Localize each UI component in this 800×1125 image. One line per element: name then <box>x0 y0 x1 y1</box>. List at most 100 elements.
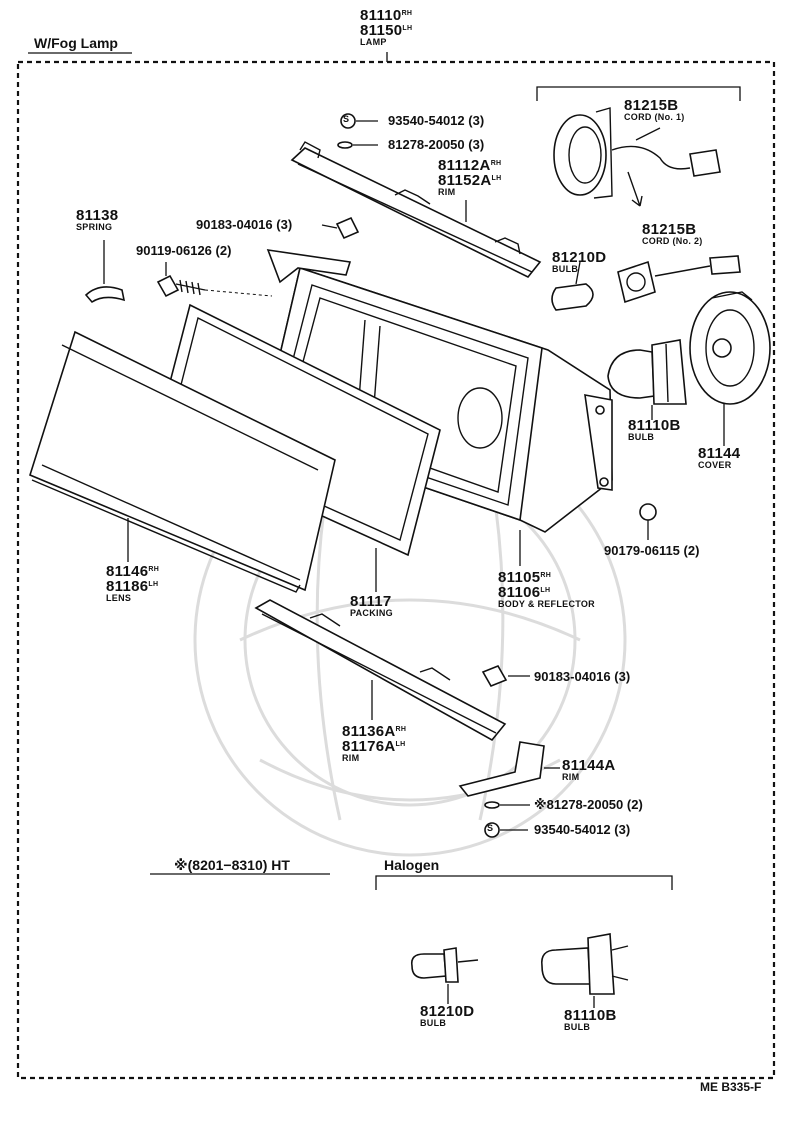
bulb-81110B <box>607 339 687 420</box>
spring-81138 <box>84 240 126 304</box>
caption-81136A: RIM <box>342 753 360 763</box>
part-93540-bottom: 93540-54012 <box>534 822 611 837</box>
label-81210D: 81210D BULB <box>552 250 606 274</box>
qty-93540-bottom: (3) <box>614 822 631 837</box>
footnote-text: (8201−8310) HT <box>187 857 290 873</box>
caption-halogen-81110B: BULB <box>564 1022 591 1032</box>
part-81117: 81117 <box>350 593 392 610</box>
bulb-81210D <box>551 261 594 311</box>
part-90183-bottom: 90183-04016 <box>534 669 611 684</box>
nut-81278-bottom <box>484 801 530 809</box>
label-81144A: 81144A RIM <box>562 758 616 782</box>
caption-81144A: RIM <box>562 772 580 782</box>
variant-label: W/Fog Lamp <box>34 35 118 51</box>
caption-81215B-no2: CORD (No. 2) <box>642 236 703 246</box>
clip-90183-bottom <box>481 664 530 688</box>
caption-81215B-no1: CORD (No. 1) <box>624 112 685 122</box>
cord-bracket <box>536 86 741 101</box>
footnote-mark: ※ <box>174 857 188 873</box>
halogen-bulb-81210D <box>410 947 479 1004</box>
part-81146: 81146 <box>106 563 149 580</box>
part-81144A: 81144A <box>562 757 616 774</box>
label-90183-bottom: 90183-04016 (3) <box>534 670 630 683</box>
label-90119: 90119-06126 (2) <box>136 244 231 257</box>
part-81186: 81186 <box>106 578 149 595</box>
lamp-caption: LAMP <box>360 37 387 47</box>
part-90179: 90179-06115 <box>604 543 680 558</box>
tag-81146: RH <box>148 566 160 573</box>
caption-81117: PACKING <box>350 608 393 618</box>
part-81110B: 81110B <box>628 417 681 434</box>
lamp-part-lh: 81150 <box>360 22 403 39</box>
label-93540-top: 93540-54012 (3) <box>388 114 484 127</box>
cord-81215B-no1 <box>553 107 721 207</box>
tag-81152A: LH <box>491 175 502 182</box>
label-halogen-81210D: 81210D BULB <box>420 1004 474 1028</box>
label-90179: 90179-06115 (2) <box>604 544 699 557</box>
label-81105: 81105RH 81106LH BODY & REFLECTOR <box>498 570 595 609</box>
part-81176A: 81176A <box>342 738 396 755</box>
caption-81138: SPRING <box>76 222 113 232</box>
label-81146: 81146RH 81186LH LENS <box>106 564 159 603</box>
label-81278-top: 81278-20050 (3) <box>388 138 484 151</box>
part-81215B-no1: 81215B <box>624 97 679 114</box>
lamp-label: 81110RH 81150LH LAMP <box>360 8 412 47</box>
tag-81112A: RH <box>490 160 502 167</box>
part-81152A: 81152A <box>438 172 492 189</box>
label-93540-bottom: 93540-54012 (3) <box>534 823 630 836</box>
halogen-bulb-81110B <box>540 933 629 1008</box>
screw-93540-bottom <box>484 822 528 838</box>
label-81138: 81138 SPRING <box>76 208 118 232</box>
part-93540-top: 93540-54012 <box>388 113 465 128</box>
part-90183-top: 90183-04016 <box>196 217 273 232</box>
part-81136A: 81136A <box>342 723 396 740</box>
halogen-title: Halogen <box>384 857 440 873</box>
cover-81144 <box>689 291 771 446</box>
tag-81176A: LH <box>395 741 406 748</box>
part-81210D: 81210D <box>552 249 607 266</box>
tag-81105: RH <box>540 572 552 579</box>
symbol-93540-top: S <box>343 114 350 124</box>
upper-rim-81112A <box>290 141 542 279</box>
part-81112A: 81112A <box>438 157 491 174</box>
lamp-tag-rh: RH <box>401 10 413 17</box>
tag-81186: LH <box>148 581 159 588</box>
part-81106: 81106 <box>498 584 541 601</box>
part-halogen-81110B: 81110B <box>564 1007 617 1024</box>
assembly-frame <box>16 60 776 1080</box>
lower-rim-81136A <box>254 599 507 742</box>
label-90183-top: 90183-04016 (3) <box>196 218 292 231</box>
symbol-93540-bottom: S <box>487 823 494 833</box>
halogen-bracket <box>375 875 673 890</box>
caption-halogen-81210D: BULB <box>420 1018 447 1028</box>
label-81112A: 81112ARH 81152ALH RIM <box>438 158 501 197</box>
rim-bracket-81144A <box>458 741 560 797</box>
nut-81278-top <box>337 141 378 149</box>
caption-81210D: BULB <box>552 264 579 274</box>
caption-81105: BODY & REFLECTOR <box>498 599 595 609</box>
caption-81110B: BULB <box>628 432 655 442</box>
body-reflector-81105 <box>261 249 613 566</box>
qty-90179: (2) <box>683 543 700 558</box>
part-81215B-no2: 81215B <box>642 221 697 238</box>
cord-81215B-no2 <box>617 255 741 304</box>
part-81278-bottom: 81278-20050 <box>546 797 624 812</box>
label-81117: 81117 PACKING <box>350 594 393 618</box>
part-81144: 81144 <box>698 445 741 462</box>
qty-81278-top: (3) <box>468 137 485 152</box>
caption-81144: COVER <box>698 460 732 470</box>
part-81278-top: 81278-20050 <box>388 137 465 152</box>
part-90119: 90119-06126 <box>136 243 212 258</box>
caption-81112A: RIM <box>438 187 456 197</box>
caption-81146: LENS <box>106 593 132 603</box>
qty-90183-bottom: (3) <box>614 669 631 684</box>
label-81215B-no2: 81215B CORD (No. 2) <box>642 222 703 246</box>
label-81144: 81144 COVER <box>698 446 740 470</box>
lamp-part-rh: 81110 <box>360 7 402 24</box>
tag-81136A: RH <box>395 726 407 733</box>
lens-81146 <box>29 330 336 593</box>
label-halogen-81110B: 81110B BULB <box>564 1008 617 1032</box>
nut-90179 <box>639 503 657 540</box>
